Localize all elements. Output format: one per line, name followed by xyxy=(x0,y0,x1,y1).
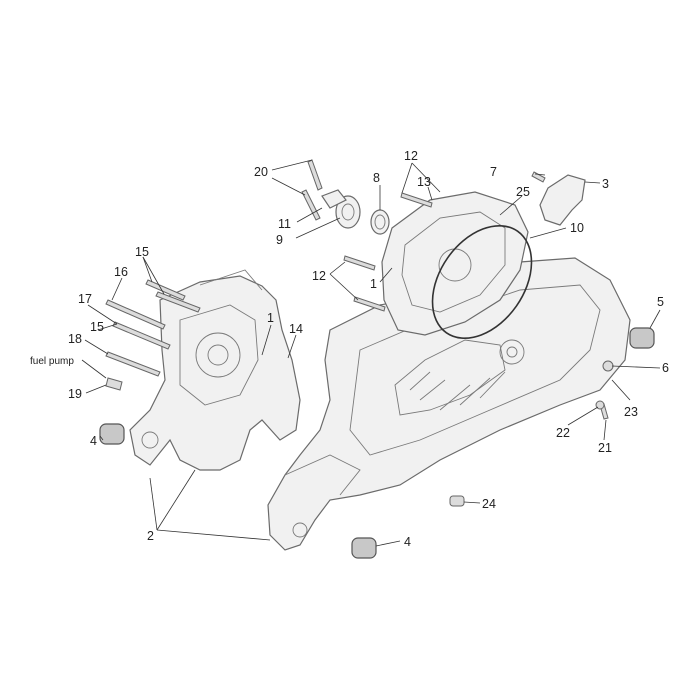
label-23: 23 xyxy=(624,405,638,419)
label-18: 18 xyxy=(68,332,82,346)
label-8: 8 xyxy=(373,171,380,185)
label-20: 20 xyxy=(254,165,268,179)
bearing-and-seal xyxy=(321,189,390,235)
label-12-top: 12 xyxy=(404,149,418,163)
bolts xyxy=(105,159,614,507)
label-24: 24 xyxy=(482,497,496,511)
label-21: 21 xyxy=(598,441,612,455)
label-5: 5 xyxy=(657,295,664,309)
label-15-top: 15 xyxy=(135,245,149,259)
label-3: 3 xyxy=(602,177,609,191)
label-12-mid: 12 xyxy=(312,269,326,283)
gasket-ring xyxy=(431,224,533,340)
label-11: 11 xyxy=(278,217,291,231)
label-15-mid: 15 xyxy=(90,320,104,334)
label-19: 19 xyxy=(68,387,82,401)
label-25: 25 xyxy=(516,185,530,199)
side-cover xyxy=(381,191,529,336)
label-14: 14 xyxy=(289,322,303,336)
front-crankcase xyxy=(129,269,301,471)
bracket-plate xyxy=(539,174,586,226)
leader-lines xyxy=(81,159,661,547)
label-9: 9 xyxy=(276,233,283,247)
label-fuel-pump: fuel pump xyxy=(30,356,74,367)
label-13: 13 xyxy=(417,175,431,189)
label-16: 16 xyxy=(114,265,128,279)
label-7: 7 xyxy=(490,165,497,179)
label-1-upper: 1 xyxy=(370,277,377,291)
callout-labels: 20 11 9 8 12 13 7 3 25 10 12 1 15 16 17 … xyxy=(30,149,669,549)
label-2: 2 xyxy=(147,529,154,543)
label-22: 22 xyxy=(556,426,570,440)
label-10: 10 xyxy=(570,221,584,235)
main-crankcase xyxy=(267,257,631,551)
label-4-bottom: 4 xyxy=(404,535,411,549)
silent-block-rubbers xyxy=(99,327,655,559)
label-1-lower: 1 xyxy=(267,311,274,325)
label-6: 6 xyxy=(662,361,669,375)
label-4-left: 4 xyxy=(90,434,97,448)
label-17: 17 xyxy=(78,292,92,306)
